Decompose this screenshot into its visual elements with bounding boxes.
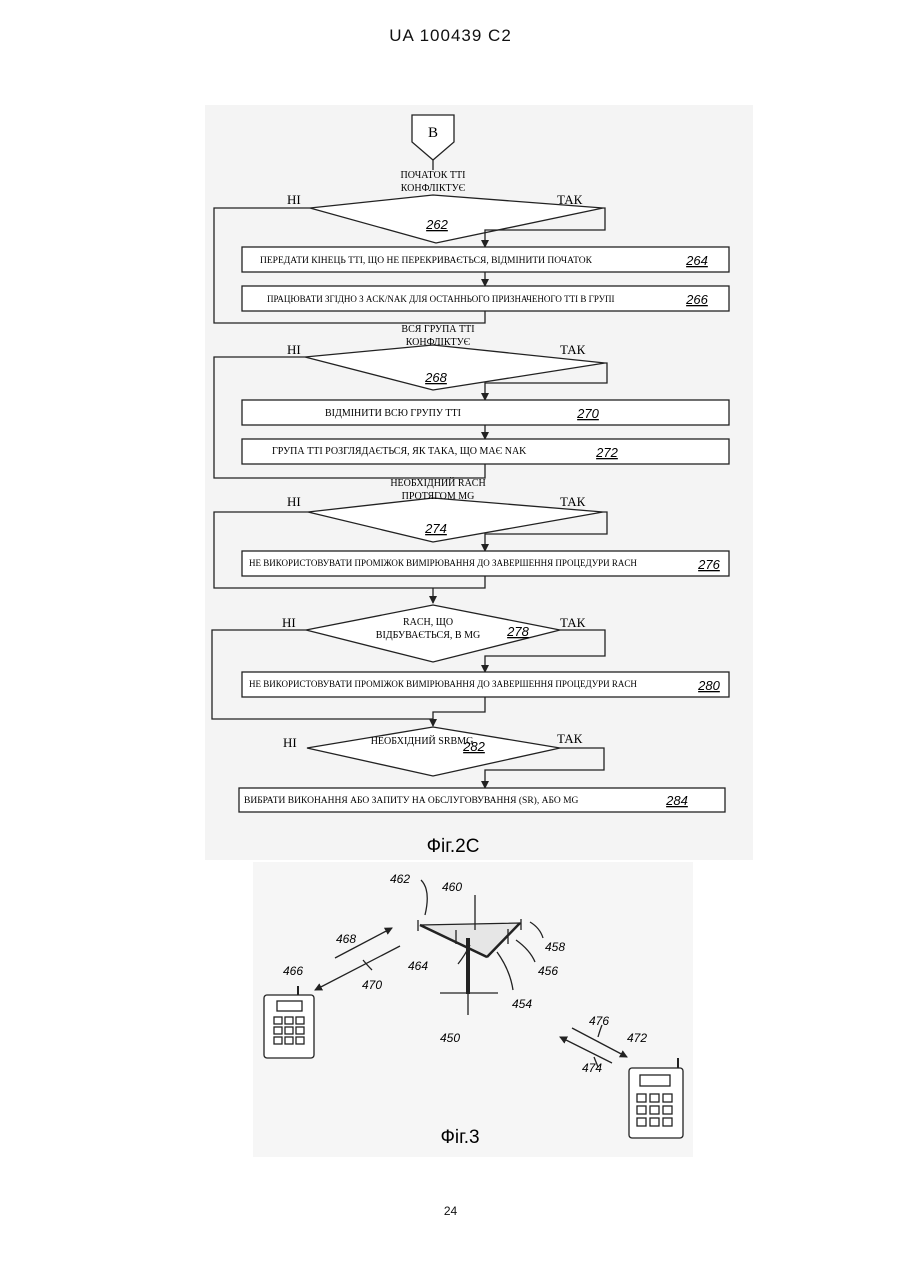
process-box-270 — [242, 400, 729, 425]
decision-274-yes: ТАК — [560, 494, 586, 509]
figure-3-caption: Фіг.3 — [440, 1127, 479, 1148]
box-270-ref: 270 — [576, 406, 599, 421]
decision-274-line1: НЕОБХІДНИЙ RACH — [390, 477, 485, 489]
decision-262-yes: ТАК — [557, 192, 583, 207]
decision-262-ref: 262 — [425, 217, 448, 232]
decision-268-line1: ВСЯ ГРУПА ТТІ — [401, 324, 474, 335]
page-number: 24 — [0, 1204, 901, 1218]
ref-458: 458 — [545, 940, 565, 954]
decision-268-line2: КОНФЛІКТУЄ — [406, 337, 471, 348]
box-264-text: ПЕРЕДАТИ КІНЕЦЬ ТТІ, ЩО НЕ ПЕРЕКРИВАЄТЬС… — [260, 256, 593, 266]
box-270-text: ВІДМІНИТИ ВСЮ ГРУПУ ТТІ — [325, 408, 461, 419]
decision-262-line1: ПОЧАТОК ТТІ — [401, 170, 466, 181]
decision-282-no: НІ — [283, 735, 297, 750]
decision-278-line2: ВІДБУВАЄТЬСЯ, В MG — [376, 630, 480, 641]
ref-450: 450 — [440, 1031, 460, 1045]
box-284-text: ВИБРАТИ ВИКОНАННЯ АБО ЗАПИТУ НА ОБСЛУГОВ… — [244, 795, 579, 806]
decision-274-no: НІ — [287, 494, 301, 509]
box-280-text: НЕ ВИКОРИСТОВУВАТИ ПРОМІЖОК ВИМІРЮВАННЯ … — [249, 679, 637, 689]
figure-2c-caption: Фіг.2С — [427, 836, 480, 857]
ref-456: 456 — [538, 964, 558, 978]
decision-274 — [308, 498, 603, 542]
mobile-device-472-icon — [629, 1058, 683, 1138]
decision-268-yes: ТАК — [560, 342, 586, 357]
box-266-text: ПРАЦЮВАТИ ЗГІДНО З ACK/NAK ДЛЯ ОСТАННЬОГ… — [267, 294, 615, 304]
box-276-text: НЕ ВИКОРИСТОВУВАТИ ПРОМІЖОК ВИМІРЮВАННЯ … — [249, 558, 637, 568]
ref-474: 474 — [582, 1061, 602, 1075]
ref-464: 464 — [408, 959, 428, 973]
decision-274-ref: 274 — [424, 521, 447, 536]
box-280-ref: 280 — [697, 678, 720, 693]
ref-472: 472 — [627, 1031, 647, 1045]
decision-282-yes: ТАК — [557, 731, 583, 746]
figure-3-drawing — [264, 880, 683, 1138]
decision-274-line2: ПРОТЯГОМ MG — [402, 491, 475, 502]
decision-262-no: НІ — [287, 192, 301, 207]
decision-268-no: НІ — [287, 342, 301, 357]
decision-268-ref: 268 — [424, 370, 447, 385]
ref-460: 460 — [442, 880, 462, 894]
box-272-ref: 272 — [595, 445, 618, 460]
ref-466: 466 — [283, 964, 303, 978]
ref-462: 462 — [390, 872, 410, 886]
decision-278-ref: 278 — [506, 624, 529, 639]
connector-b-label: B — [428, 125, 438, 141]
ref-468: 468 — [336, 932, 356, 946]
decision-282-line1: НЕОБХІДНИЙ SRBMG — [371, 735, 474, 747]
decision-278-no: НІ — [282, 615, 296, 630]
box-264-ref: 264 — [685, 253, 708, 268]
ref-470: 470 — [362, 978, 382, 992]
box-276-ref: 276 — [697, 557, 720, 572]
ref-454: 454 — [512, 997, 532, 1011]
decision-282-ref: 282 — [462, 739, 485, 754]
decision-278-yes: ТАК — [560, 615, 586, 630]
decision-282 — [307, 727, 560, 776]
box-272-text: ГРУПА ТТІ РОЗГЛЯДАЄТЬСЯ, ЯК ТАКА, ЩО МАЄ… — [272, 446, 527, 457]
mobile-device-466-icon — [264, 986, 314, 1058]
box-284-ref: 284 — [665, 793, 688, 808]
flowchart-fig-2c — [212, 115, 729, 812]
decision-262-line2: КОНФЛІКТУЄ — [401, 183, 466, 194]
decision-278-line1: RACH, ЩО — [403, 617, 453, 628]
ref-476: 476 — [589, 1014, 609, 1028]
box-266-ref: 266 — [685, 292, 708, 307]
